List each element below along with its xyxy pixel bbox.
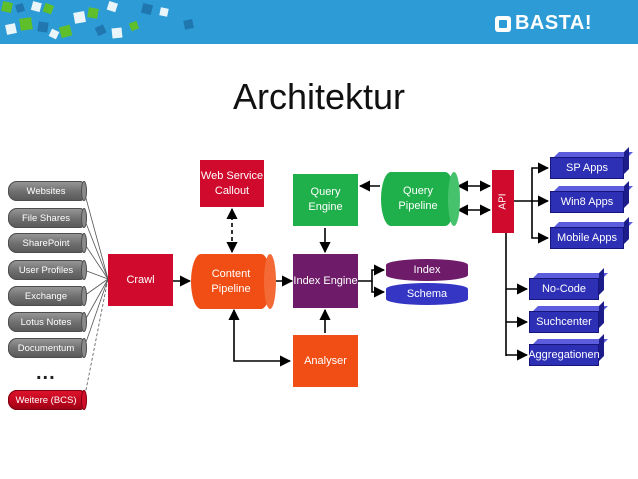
source-weitere-bcs: Weitere (BCS) xyxy=(8,390,87,410)
index-store: Index xyxy=(386,259,468,281)
slide-title: Architektur xyxy=(232,76,406,117)
output-sp-apps: SP Apps xyxy=(550,147,633,179)
source-websites: Websites xyxy=(8,181,87,201)
content-pipeline-label: Content Pipeline xyxy=(211,267,251,295)
content-pipeline-cap xyxy=(264,254,276,309)
analyser-box: Analyser xyxy=(293,335,358,387)
output-suchcenter-label: Suchcenter xyxy=(536,316,592,328)
query-pipeline-cap xyxy=(448,172,460,226)
decorative-tiles xyxy=(1,0,194,40)
output-sp-apps-label: SP Apps xyxy=(566,162,608,174)
web-service-callout-box: Web Service Callout xyxy=(200,160,264,207)
output-win8-apps: Win8 Apps xyxy=(550,181,633,213)
query-pipeline-cylinder: Query Pipeline xyxy=(381,172,460,226)
header-banner: BASTA! xyxy=(0,0,638,44)
output-win8-apps-label: Win8 Apps xyxy=(560,196,614,208)
output-aggregationen-label: Aggregationen xyxy=(528,349,600,361)
output-no-code-label: No-Code xyxy=(541,283,587,295)
index-engine-box: Index Engine xyxy=(293,254,358,308)
basta-logo: BASTA! xyxy=(494,12,592,35)
query-pipeline-label: Query Pipeline xyxy=(398,185,438,212)
crawl-box: Crawl xyxy=(108,254,173,306)
logo-text: BASTA! xyxy=(514,12,592,34)
source-user-profiles: User Profiles xyxy=(8,260,87,280)
more-sources-ellipsis: ... xyxy=(36,362,56,384)
source-file-shares: File Shares xyxy=(8,208,87,228)
output-mobile-apps: Mobile Apps xyxy=(550,217,633,249)
output-no-code: No-Code xyxy=(529,268,608,300)
content-pipeline-cylinder: Content Pipeline xyxy=(191,254,276,309)
schema-store: Schema xyxy=(386,283,468,305)
query-engine-box: Query Engine xyxy=(293,174,358,226)
output-mobile-apps-label: Mobile Apps xyxy=(557,232,617,244)
output-suchcenter: Suchcenter xyxy=(529,301,608,333)
source-exchange: Exchange xyxy=(8,286,87,306)
source-sharepoint: SharePoint xyxy=(8,233,87,253)
api-label: API xyxy=(497,193,509,210)
logo-mark-icon xyxy=(494,15,511,32)
source-documentum: Documentum xyxy=(8,338,87,358)
source-lotus-notes: Lotus Notes xyxy=(8,312,87,332)
api-box: API xyxy=(492,170,514,233)
output-aggregationen: Aggregationen xyxy=(528,334,608,366)
